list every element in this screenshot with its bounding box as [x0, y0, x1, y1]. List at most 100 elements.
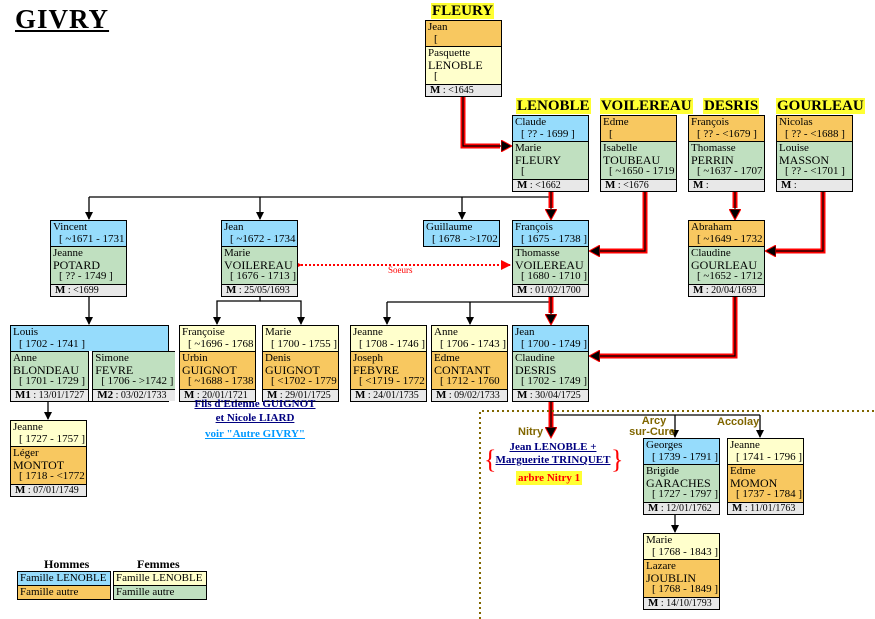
place-arcy-line1: Arcy: [641, 415, 667, 427]
life-dates: [ 1702 - 1749 ]: [521, 375, 587, 387]
life-dates: [ 1727 - 1757 ]: [19, 432, 85, 445]
husband-or-child-section: Françoise[ ~1696 - 1768 ]: [180, 326, 255, 351]
first-name: Louis: [13, 326, 39, 338]
legend-hommes-heading: Hommes: [44, 557, 90, 571]
first-name: Simone: [95, 352, 129, 364]
first-name: Georges: [646, 439, 683, 451]
husband-or-child-section: Guillaume[ 1678 - >1702 ]: [424, 221, 499, 246]
marriage-label: M: [226, 283, 237, 296]
husband-or-child-section: Jean[: [426, 21, 501, 46]
marriage-date: : 29/01/1725: [279, 389, 331, 401]
guignot-parents-link-line2[interactable]: et Nicole LIARD: [215, 412, 295, 424]
family-header-desris: DESRIS: [703, 98, 760, 114]
first-name: Isabelle: [603, 142, 638, 154]
life-dates: [ 1718 - <1772 ]: [19, 470, 86, 482]
autre-givry-link[interactable]: voir "Autre GIVRY": [204, 428, 306, 440]
marriage-label: M: [648, 596, 659, 609]
legend-hommes: Famille LENOBLE Famille autre: [17, 571, 111, 600]
life-dates: [ 1701 - 1729 ]: [19, 375, 85, 387]
first-name: Jean: [428, 21, 448, 33]
first-name: Vincent: [53, 221, 88, 233]
marriage-row: M : 20/04/1693: [689, 283, 764, 296]
life-dates: [ 1678 - >1702 ]: [432, 232, 499, 245]
life-dates: [ 1727 - 1797 ]: [652, 488, 718, 500]
first-name: Edme: [730, 465, 756, 477]
family-header-lenoble: LENOBLE: [516, 98, 591, 114]
first-name: Marie: [646, 534, 673, 546]
page-title: GIVRY: [15, 4, 110, 34]
legend-hommes-autre: Famille autre: [18, 585, 110, 599]
marriage-row: M : <1645: [426, 83, 501, 96]
first-name: Jeanne: [353, 326, 383, 338]
husband-or-child-section: Jeanne[ 1741 - 1796 ]: [728, 439, 803, 464]
first-name: Anne: [13, 352, 37, 364]
marriage-row: M : <1676: [601, 178, 676, 191]
last-name: JOUBLIN: [646, 570, 696, 585]
family-header-gourleau: GOURLEAU: [776, 98, 865, 114]
place-arcy-line2: sur-Cure: [629, 426, 675, 438]
legend-femmes-lenoble: Famille LENOBLE: [114, 572, 206, 585]
husband-or-child-section: Edme[: [601, 116, 676, 141]
first-name: Claudine: [691, 247, 731, 259]
life-dates: [ 1702 - 1741 ]: [19, 337, 85, 350]
life-dates: [ 1737 - 1784 ]: [736, 488, 802, 500]
place-nitry: Nitry: [518, 426, 544, 438]
first-name: Nicolas: [779, 116, 813, 128]
nitry-link-line1[interactable]: Jean LENOBLE +: [509, 441, 597, 453]
first-name: François: [691, 116, 729, 128]
first-name: Thomasse: [691, 142, 736, 154]
husband-or-child-section: Claude[ ?? - 1699 ]: [513, 116, 588, 141]
first-name: Lazare: [646, 560, 676, 572]
life-dates: [: [609, 127, 613, 140]
life-dates: [ 1675 - 1738 ]: [521, 232, 587, 245]
life-dates: [ 1706 - 1743 ]: [440, 337, 506, 350]
last-name: DESRIS: [515, 362, 557, 377]
marriage-date: : 20/01/1721: [196, 389, 248, 401]
marriage-row: M :: [777, 178, 852, 191]
marriage-row: M : <1699: [51, 283, 126, 296]
last-name: VOILEREAU: [515, 257, 584, 272]
marriage-row: M : 30/04/1725: [513, 388, 588, 401]
first-name: Jean: [224, 221, 244, 233]
first-name: Joseph: [353, 352, 383, 364]
marriage-row: M : 14/10/1793: [644, 596, 719, 609]
husband-or-child-section: Jeanne[ 1727 - 1757 ]: [11, 421, 86, 446]
marriage-date: :: [793, 179, 797, 191]
marriage-label: M: [732, 501, 743, 514]
first-name: Edme: [434, 352, 460, 364]
life-dates: [ <1702 - 1779 ]: [271, 375, 338, 387]
husband-or-child-section: Jean[ ~1672 - 1734 ]: [222, 221, 297, 246]
brace-right: }: [611, 445, 623, 474]
marriage-row: M : 20/01/1721: [180, 388, 255, 401]
first-name: Abraham: [691, 221, 732, 233]
nitry-link-line2[interactable]: Marguerite TRINQUET: [495, 454, 611, 466]
first-name: Anne: [434, 326, 458, 338]
husband-or-child-section: Marie[ 1768 - 1843 ]: [644, 534, 719, 559]
life-dates: [ 1712 - 1760: [440, 375, 500, 387]
arbre-nitry-link[interactable]: arbre Nitry 1: [516, 471, 583, 485]
marriage-label: M: [693, 178, 704, 191]
marriage-date: : 07/01/1749: [27, 484, 79, 496]
marriage-date: : 09/02/1733: [448, 389, 500, 401]
husband-or-child-section: Marie[ 1700 - 1755 ]: [263, 326, 338, 351]
life-dates: [ 1768 - 1843 ]: [652, 545, 718, 558]
first-name: Louise: [779, 142, 809, 154]
family-header-fleury: FLEURY: [431, 3, 495, 19]
guignot-parents-link-line1[interactable]: Fils d'Etienne GUIGNOT: [194, 398, 316, 410]
